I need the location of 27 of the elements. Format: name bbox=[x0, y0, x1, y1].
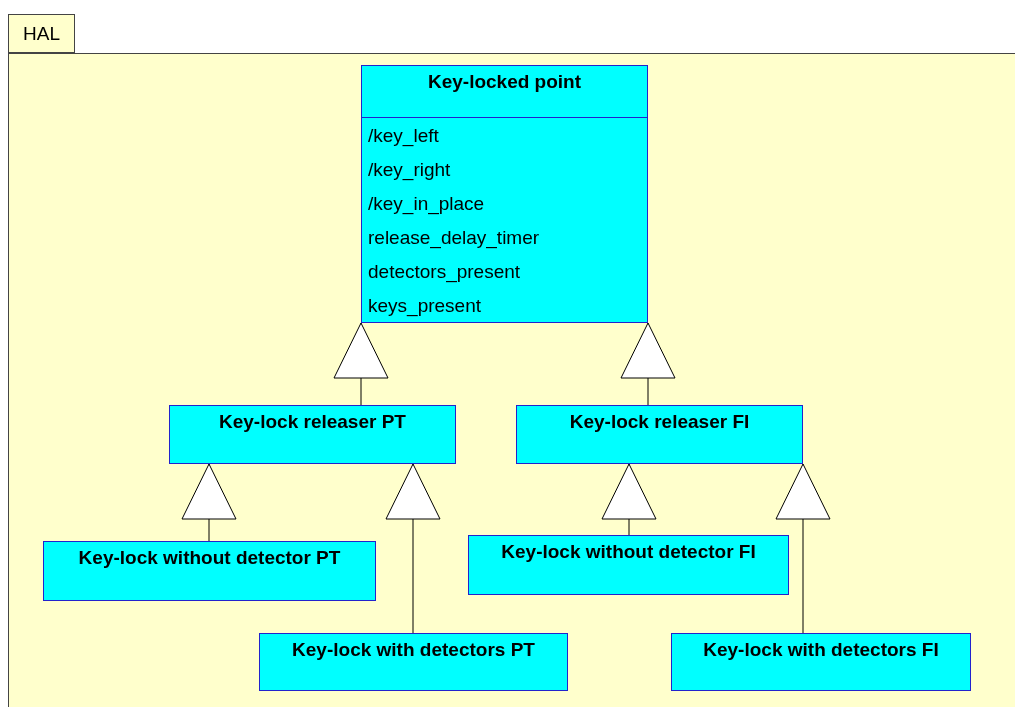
generalization-arrow bbox=[385, 463, 441, 634]
class-name: Key-lock with detectors PT bbox=[291, 638, 536, 662]
attribute-text: release_delay_timer bbox=[368, 226, 540, 250]
class-name: Key-lock releaser PT bbox=[218, 410, 407, 434]
generalization-arrow bbox=[181, 463, 237, 542]
class-box bbox=[671, 633, 971, 691]
generalization-arrow bbox=[775, 463, 831, 634]
class-name: Key-locked point bbox=[426, 70, 583, 94]
class-box bbox=[43, 541, 376, 601]
class-name: Key-lock releaser FI bbox=[568, 410, 751, 434]
class-box bbox=[361, 65, 648, 323]
class-name: Key-lock without detector FI bbox=[500, 540, 757, 564]
class-box bbox=[169, 405, 456, 464]
package-name: HAL bbox=[8, 14, 75, 53]
class-box bbox=[468, 535, 789, 595]
attribute-text: keys_present bbox=[368, 294, 481, 318]
attribute-text: /key_left bbox=[368, 124, 439, 148]
generalization-arrow bbox=[620, 322, 676, 406]
generalization-arrow bbox=[601, 463, 657, 536]
class-name: Key-lock without detector PT bbox=[77, 546, 342, 570]
attribute-text: /key_in_place bbox=[368, 192, 485, 216]
class-box bbox=[516, 405, 803, 464]
generalization-arrow bbox=[333, 322, 389, 406]
class-box bbox=[259, 633, 568, 691]
attribute-text: detectors_present bbox=[368, 260, 521, 284]
class-name: Key-lock with detectors FI bbox=[702, 638, 940, 662]
attribute-text: /key_right bbox=[368, 158, 451, 182]
